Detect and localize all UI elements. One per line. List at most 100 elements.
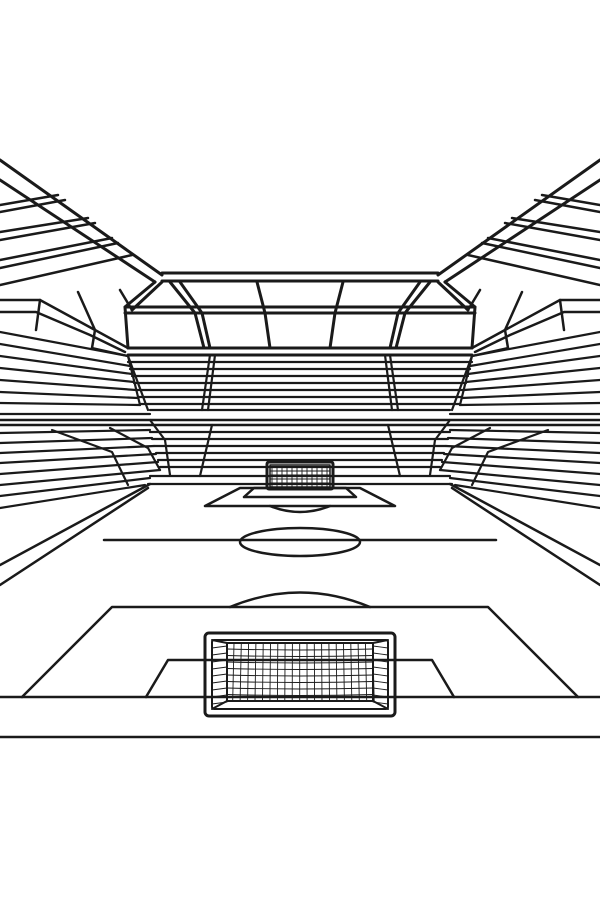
right-lower-row — [440, 460, 600, 476]
side-net-strand — [372, 666, 389, 670]
left-roof-girder-lower — [0, 178, 157, 284]
right-lower-row — [442, 452, 600, 465]
left-stand-row — [0, 378, 138, 392]
side-net-strand — [211, 680, 228, 684]
left-roof-corner-2 — [130, 280, 164, 312]
back-stand-aisle — [388, 353, 400, 412]
net-strand — [226, 674, 374, 677]
left-roof-corner — [123, 280, 157, 350]
goal-depth-line — [372, 639, 389, 644]
right-roof-girder-lower — [443, 178, 600, 284]
stadium-roof-icon — [0, 158, 600, 357]
net-strand — [232, 642, 235, 702]
side-net-strand — [211, 701, 228, 705]
side-net-strand — [211, 694, 228, 698]
side-net-strand — [211, 666, 228, 670]
goal-net-icon — [203, 631, 397, 718]
left-roof-slat — [0, 198, 67, 214]
back-lower-aisle — [386, 423, 402, 478]
left-lower-stands — [0, 418, 172, 510]
right-roof-slat — [510, 216, 600, 234]
net-strand — [364, 642, 368, 702]
right-stand-row — [466, 354, 600, 376]
left-roof-slat — [0, 193, 60, 207]
left-roof-slat — [0, 241, 120, 270]
right-lower-aisle — [470, 428, 550, 487]
right-roof-fascia — [470, 298, 600, 350]
net-strand — [247, 642, 250, 702]
net-strand — [226, 661, 374, 664]
right-stand-row — [458, 401, 600, 407]
net-strand — [328, 642, 330, 702]
side-net-strand — [372, 645, 389, 649]
left-roof-truss — [118, 288, 134, 312]
left-lower-row — [0, 483, 147, 510]
side-net-strand — [211, 645, 228, 649]
net-strand — [343, 642, 345, 702]
left-roof-strut — [34, 298, 42, 332]
roof-post-1 — [178, 280, 212, 350]
left-stand-row — [0, 354, 134, 376]
back-stand-aisle — [383, 353, 394, 412]
left-lower-row — [0, 452, 158, 465]
right-roof-girder — [436, 158, 600, 277]
right-roof-slat — [540, 193, 600, 207]
left-lower-row — [0, 444, 156, 455]
left-stand-row — [0, 401, 142, 407]
right-stand-row — [464, 366, 600, 384]
side-net-strand — [211, 659, 228, 663]
roof-post-4 — [388, 280, 422, 350]
left-roof-slat — [0, 216, 90, 234]
roof-post-2 — [255, 280, 272, 350]
goal-depth-line — [211, 639, 228, 644]
right-roof-slat — [486, 236, 600, 262]
left-roof-strut — [90, 328, 97, 350]
right-roof-slat — [480, 241, 600, 270]
left-roof-panels — [0, 193, 134, 354]
right-roof-corner-2 — [436, 280, 470, 312]
side-net-strand — [372, 701, 389, 705]
left-roof-fascia — [0, 298, 130, 350]
right-roof-corner — [443, 280, 477, 350]
right-roof-truss — [503, 290, 524, 332]
right-stand-row — [460, 390, 600, 400]
left-lower-row — [0, 436, 154, 445]
football-pitch-icon — [0, 482, 600, 739]
far-penalty-box — [203, 486, 397, 508]
net-strand — [226, 681, 374, 683]
side-net-strand — [372, 673, 389, 677]
far-goal-inner — [269, 464, 331, 488]
side-net-strand — [211, 652, 228, 656]
back-stand-aisle — [200, 353, 212, 412]
right-roof-strut — [558, 298, 566, 332]
side-net-strand — [372, 659, 389, 663]
side-net-strand — [372, 680, 389, 684]
net-strand — [239, 642, 242, 702]
far-goal-mesh — [269, 466, 331, 488]
back-lower-stands — [146, 423, 454, 486]
left-touchline-outer — [0, 482, 152, 567]
back-stand-aisle — [206, 353, 217, 412]
right-lower-stands — [428, 418, 600, 510]
left-lower-row — [0, 468, 162, 487]
roof-post-4b — [394, 280, 432, 350]
right-lower-row — [438, 468, 600, 487]
near-penalty-box — [20, 605, 580, 699]
right-roof-panels — [466, 193, 600, 354]
left-stand-row — [0, 366, 136, 384]
side-net-strand — [372, 694, 389, 698]
roof-post-1b — [168, 280, 206, 350]
roof-post-3 — [328, 280, 345, 350]
side-net-strand — [372, 652, 389, 656]
left-stand-row — [0, 342, 132, 368]
near-goal-inner-frame — [211, 639, 389, 710]
right-roof-strut — [503, 328, 510, 350]
side-net-strand — [211, 673, 228, 677]
right-roof-slat — [533, 198, 600, 214]
right-stand-row — [468, 342, 600, 368]
right-lower-row — [448, 428, 600, 435]
net-strand — [226, 687, 374, 690]
right-upper-stands — [448, 330, 600, 416]
